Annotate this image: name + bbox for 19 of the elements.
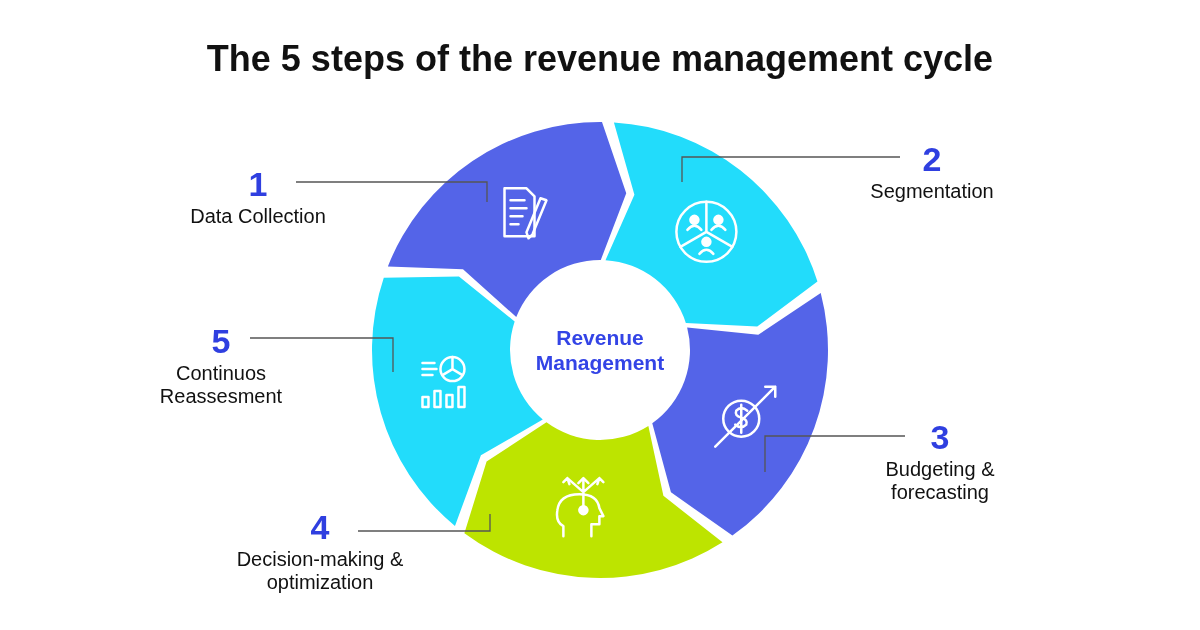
leader-line xyxy=(681,156,901,183)
leader-line xyxy=(295,181,488,203)
step-number: 3 xyxy=(929,418,951,456)
step-number: 5 xyxy=(210,322,232,360)
leader-line xyxy=(249,337,394,373)
step-label: Continuos Reassesment xyxy=(158,362,284,408)
step-number: 4 xyxy=(309,508,331,546)
ring-segment xyxy=(464,422,723,578)
ring-segment xyxy=(387,122,627,317)
title: The 5 steps of the revenue management cycle xyxy=(206,38,994,79)
leader-line xyxy=(764,435,906,473)
step-label: Data Collection xyxy=(190,205,326,228)
ring-segment xyxy=(605,122,818,327)
step-number: 2 xyxy=(921,140,943,178)
step-label: Segmentation xyxy=(870,180,994,203)
step-label: Decision-making & optimization xyxy=(235,548,405,594)
leader-line xyxy=(357,513,491,532)
step-number: 1 xyxy=(247,165,269,203)
step-label: Budgeting & forecasting xyxy=(884,458,996,504)
